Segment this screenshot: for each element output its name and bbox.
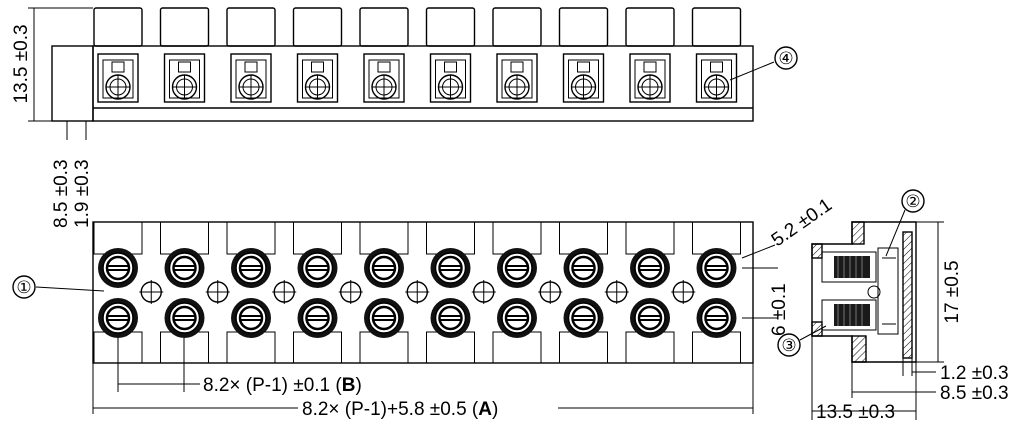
top-dim-a: 8.5 ±0.3 (51, 159, 72, 228)
mounting-hole (671, 280, 696, 304)
terminal-screw (164, 298, 205, 338)
callout-1: ① (12, 275, 36, 299)
top-terminal-hole (363, 53, 405, 103)
mounting-hole (338, 280, 363, 304)
terminal-screw (297, 298, 338, 338)
side-base-dim: 13.5 ±0.3 (816, 402, 895, 422)
screw-diameter-dim: 5.2 ±0.1 (768, 195, 836, 252)
top-tab (425, 7, 476, 47)
terminal-screw (563, 298, 604, 338)
terminal-screw (231, 298, 271, 338)
top-view-end-cap (51, 45, 94, 122)
top-tab (159, 7, 210, 47)
terminal-screw (630, 298, 670, 338)
top-terminal-hole (163, 53, 206, 103)
top-view-tabs (93, 7, 742, 47)
top-terminal-hole (496, 53, 538, 103)
mounting-hole (272, 280, 297, 304)
mounting-hole (604, 280, 629, 304)
terminal-screw (98, 248, 138, 288)
top-tab (93, 7, 143, 47)
top-dim-b: 1.9 ±0.3 (72, 159, 93, 228)
top-tab (691, 7, 742, 47)
top-tab (492, 7, 542, 47)
overall-length-dimension: 8.2× (P-1)+5.8 ±0.5 (A) (302, 399, 498, 420)
top-tab (558, 7, 609, 47)
mounting-hole (139, 280, 164, 304)
svg-text:①: ① (16, 278, 31, 298)
terminal-screw (696, 298, 737, 338)
front-view: ① 5.2 ±0.1 6 ±0.1 8.2× (P-1) ±0.1 (B) 8.… (12, 195, 836, 420)
mounting-hole (471, 280, 496, 304)
svg-text:③: ③ (781, 336, 796, 356)
top-terminal-hole (562, 53, 605, 103)
top-view-holes (97, 53, 738, 103)
top-terminal-hole (97, 53, 139, 103)
callout-3: ③ (777, 333, 801, 357)
side-depth-dim: 8.5 ±0.3 (940, 383, 1009, 404)
top-tab (292, 7, 343, 47)
top-tab (226, 7, 276, 47)
terminal-screw (430, 298, 471, 338)
svg-text:②: ② (905, 192, 920, 212)
top-terminal-hole (230, 53, 272, 103)
pitch-dimension: 8.2× (P-1) ±0.1 (B) (203, 375, 362, 396)
side-section-view: ② ③ 17 ±0.5 1.2 ±0.3 8.5 ±0.3 13.5 ±0.3 (777, 189, 1009, 422)
terminal-screw (430, 248, 471, 288)
terminal-screw (630, 248, 670, 288)
svg-text:④: ④ (778, 49, 793, 69)
terminal-screw (164, 248, 205, 288)
terminal-screw (98, 298, 138, 338)
callout-4: ④ (774, 46, 798, 70)
terminal-screw (364, 298, 404, 338)
terminal-screw (364, 248, 404, 288)
top-terminal-hole (629, 53, 671, 103)
mounting-hole (405, 280, 430, 304)
terminal-screw (297, 248, 338, 288)
mounting-hole (538, 280, 563, 304)
callout-2: ② (901, 189, 925, 213)
top-view: 13.5 ±0.3 8.5 ±0.3 1.9 ±0.3 ④ (11, 7, 798, 228)
terminal-screw (497, 248, 537, 288)
side-screw-upper (834, 256, 870, 278)
mounting-hole (205, 280, 230, 304)
terminal-screw (231, 248, 271, 288)
front-view-screws (98, 248, 737, 338)
top-tab (625, 7, 675, 47)
top-terminal-hole (296, 53, 339, 103)
top-height-dim: 13.5 ±0.3 (11, 24, 32, 103)
top-terminal-hole (695, 53, 738, 103)
top-terminal-hole (429, 53, 472, 103)
screw-diameter-dim-2: 6 ±0.1 (769, 283, 790, 336)
terminal-screw (497, 298, 537, 338)
terminal-screw (563, 248, 604, 288)
front-view-body (92, 221, 754, 364)
side-screw-lower (834, 304, 870, 326)
terminal-screw (696, 248, 737, 288)
top-tab (359, 7, 409, 47)
side-height-dim: 17 ±0.5 (942, 260, 963, 323)
wall-thickness-dim: 1.2 ±0.3 (940, 363, 1009, 384)
